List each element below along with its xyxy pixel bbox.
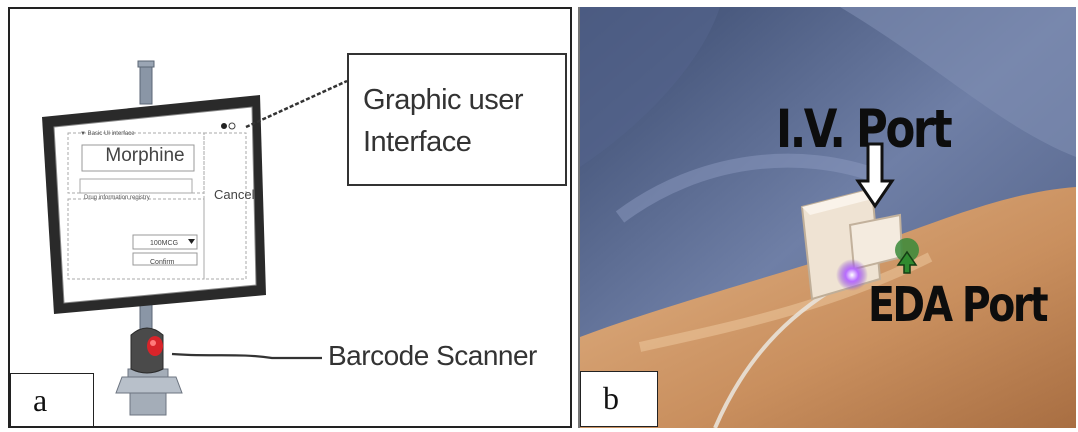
gui-callout-box: Graphic user Interface: [347, 53, 567, 186]
eda-port-arrow-icon: [896, 250, 918, 274]
port-photo: [580, 7, 1076, 428]
eda-port-connector-icon: [895, 238, 919, 262]
gui-callout-text: Graphic user Interface: [363, 79, 524, 163]
gui-callout-line1: Graphic user: [363, 84, 524, 116]
gui-drug-name: Morphine: [105, 145, 185, 166]
gui-dose-label: 100MCG: [150, 240, 179, 247]
gui-registry-text: Drug information registry: [84, 195, 150, 201]
iv-port-arrow-icon: [855, 142, 895, 209]
panel-a-letter: a: [33, 382, 48, 418]
scanner-light-icon: [147, 336, 163, 356]
panel-b-letter: b: [603, 380, 619, 416]
iv-port-light-icon: [836, 259, 868, 291]
gui-cancel-label: Cancel: [214, 187, 255, 202]
iv-port-label: I.V. Port: [776, 99, 953, 160]
eda-port-label: EDA Port: [868, 277, 1049, 333]
gui-callout-line2: Interface: [363, 126, 472, 158]
panel-a-diagram: ▼ Basic UI interface Morphine Drug infor…: [8, 7, 572, 428]
panel-b-letter-box: b: [580, 371, 658, 427]
barcode-scanner-label: Barcode Scanner: [328, 340, 537, 371]
monitor-illustration: [42, 60, 348, 416]
gui-window-title: ▼ Basic UI interface: [80, 131, 135, 137]
gui-confirm-label: Confirm: [150, 259, 175, 266]
panel-a-letter-box: a: [10, 373, 94, 426]
panel-b-photo: I.V. Port EDA Port b: [578, 7, 1076, 428]
